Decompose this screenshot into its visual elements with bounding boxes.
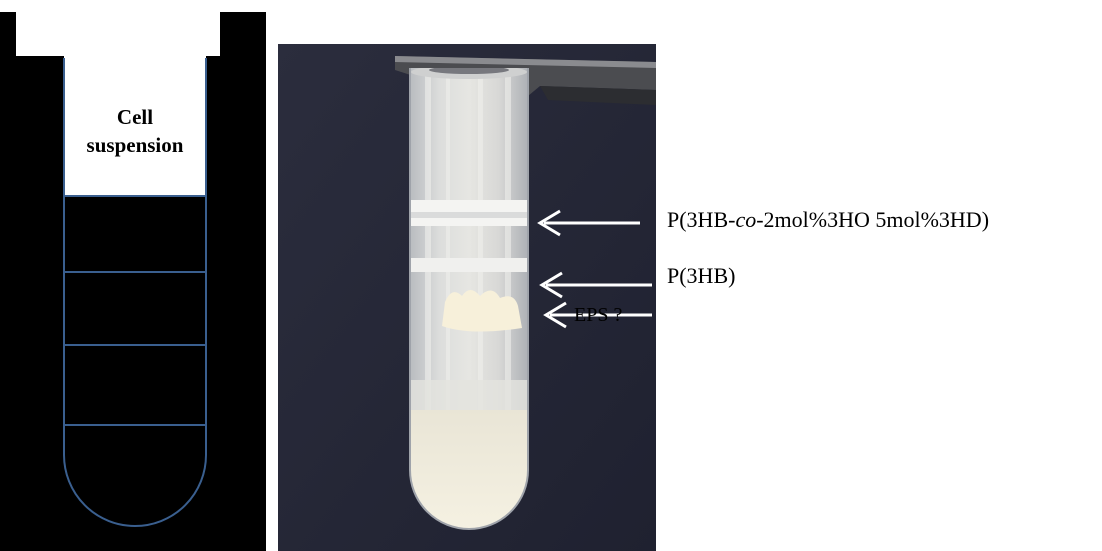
arrow-p3hb (539, 271, 652, 299)
arrow-copolymer (537, 209, 640, 237)
cell-label-line2: suspension (87, 133, 184, 157)
arrow-eps (543, 301, 652, 329)
band-eps (442, 290, 522, 332)
band-p3hb (410, 258, 528, 272)
label-eps: EPS ? (574, 304, 623, 326)
tube-photo-panel (278, 44, 656, 551)
schematic-tube-outline (63, 58, 207, 527)
label-p3hb: P(3HB) (667, 263, 736, 288)
centrifuge-tube (409, 68, 529, 530)
schematic-panel: Cell suspension (0, 12, 266, 551)
label-copolymer: P(3HB-co-2mol%3HO 5mol%3HD) (667, 207, 990, 232)
cell-label-line1: Cell (117, 105, 153, 129)
cell-suspension-area (64, 58, 206, 196)
